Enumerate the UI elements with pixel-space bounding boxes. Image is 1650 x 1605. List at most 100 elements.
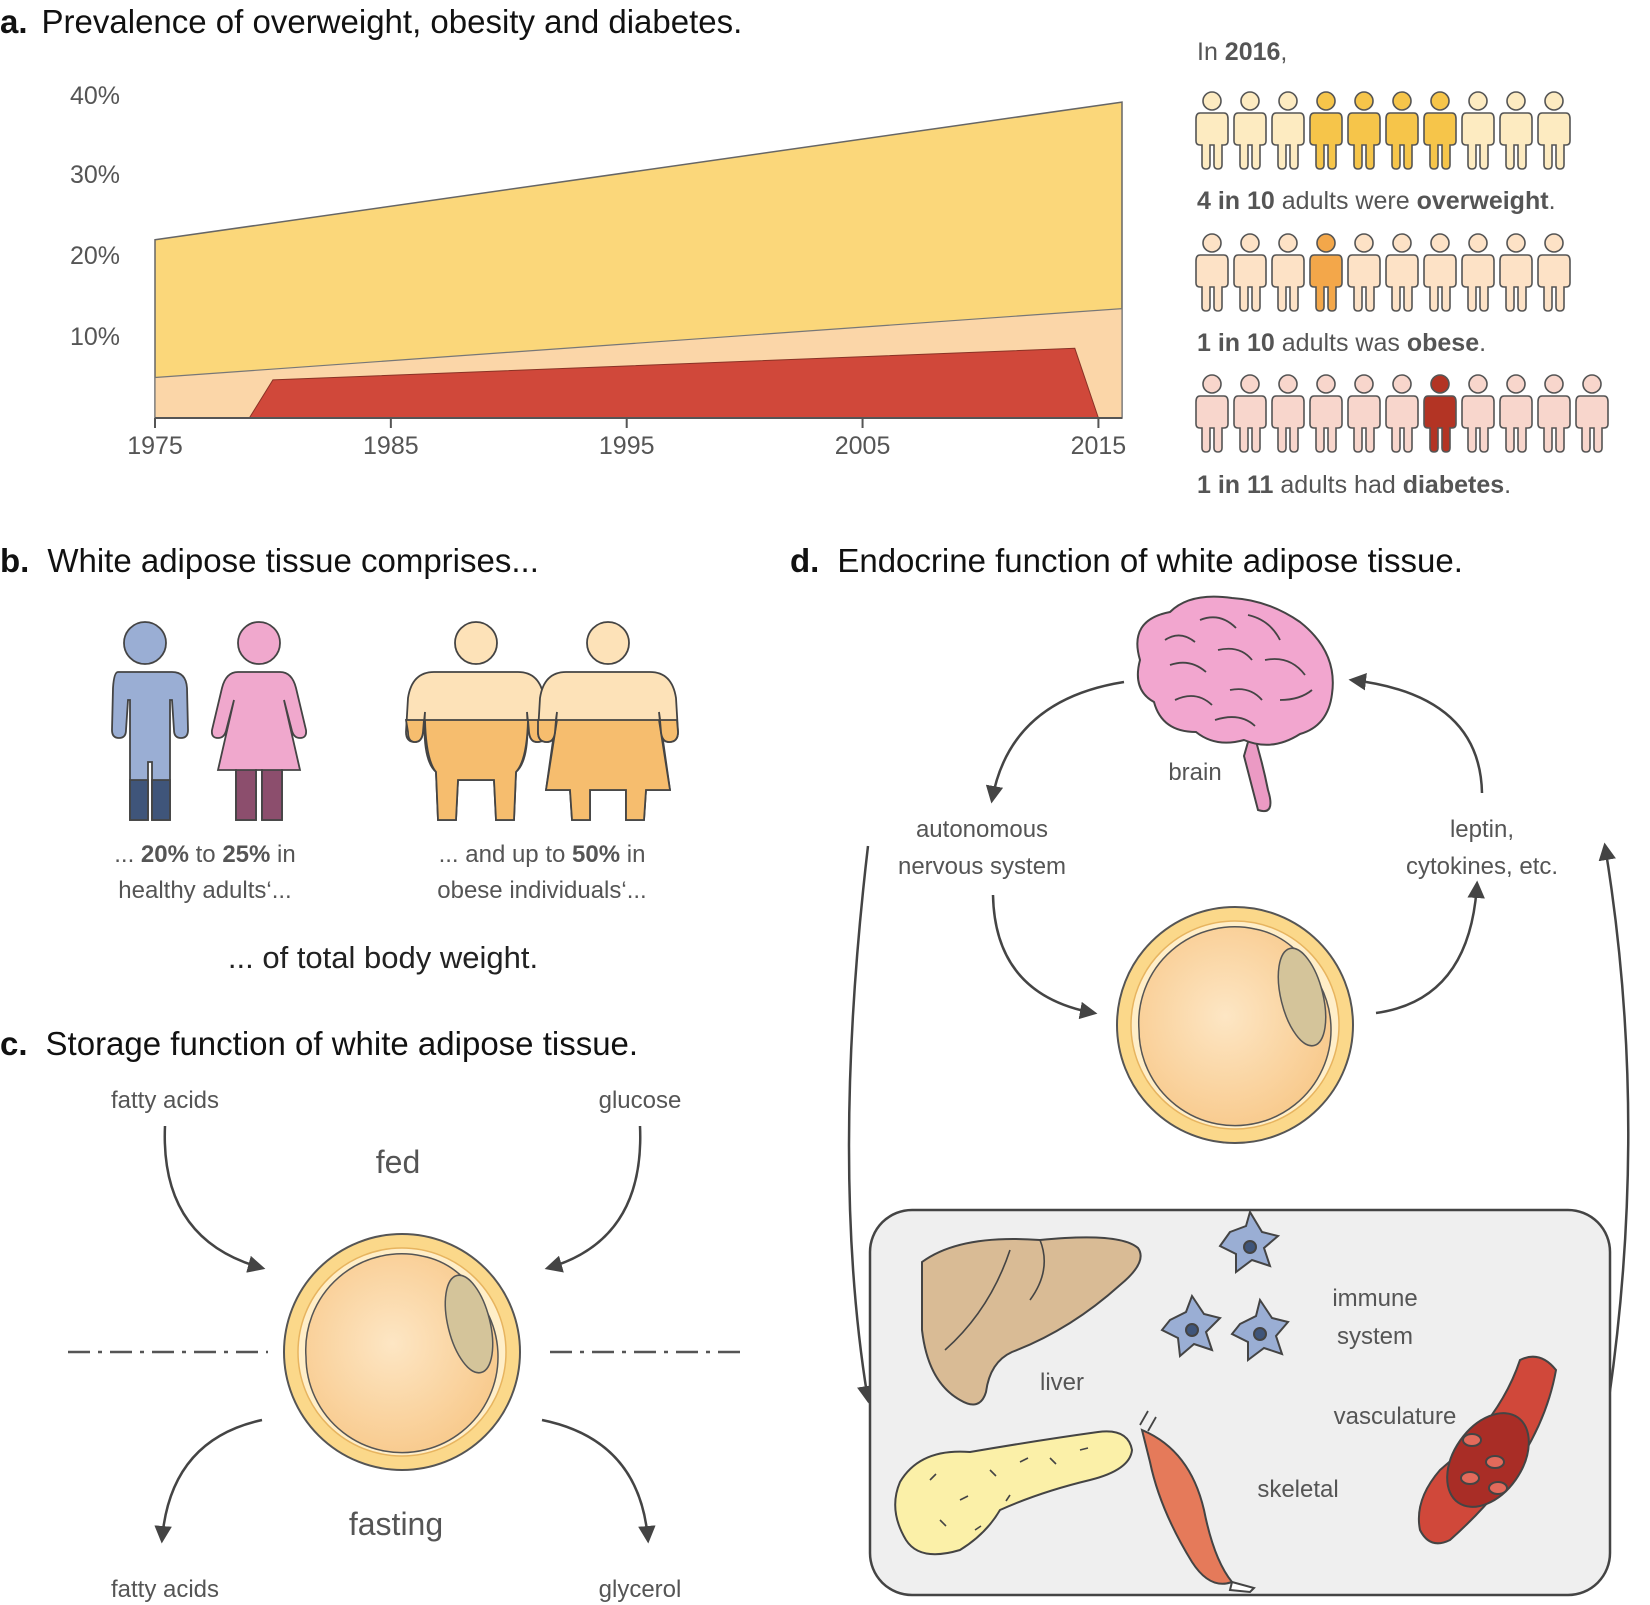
panel-b-title: b.White adipose tissue comprises... [0, 542, 539, 579]
obese-male-icon [404, 621, 547, 821]
healthy-percentage: ... 20% to 25% in [114, 841, 295, 868]
adipocyte-endocrine [1116, 906, 1354, 1144]
hormones-label-1: leptin, [1450, 816, 1514, 843]
person-icon [1195, 233, 1229, 312]
x-ticks: 1975 1985 1995 2005 2015 [127, 418, 1126, 460]
brain-icon [1136, 595, 1334, 812]
obese-female-icon [537, 621, 679, 821]
diabetes-stat: 1 in 11 adults had diabetes. [1197, 471, 1511, 499]
person-icon [1575, 374, 1609, 453]
panel-a-title: a.Prevalence of overweight, obesity and … [0, 3, 742, 40]
healthy-value-high: 25% [222, 841, 270, 868]
fed-input-glucose: glucose [599, 1087, 682, 1114]
healthy-value-low: 20% [141, 841, 189, 868]
x-tick-label: 1995 [599, 432, 655, 460]
person-icon [1499, 374, 1533, 453]
person-icon-highlighted [1309, 233, 1343, 312]
person-icon [1233, 233, 1267, 312]
skeletal-label: skeletal [1257, 1476, 1338, 1503]
intro-year: 2016 [1225, 38, 1281, 66]
intro-pre: In [1197, 38, 1225, 66]
panel-c-letter: c. [0, 1025, 28, 1062]
area-chart: 40% 30% 20% 10% 1975 1985 1995 2005 2015 [70, 82, 1126, 460]
fed-state-label: fed [376, 1144, 420, 1180]
person-icon-highlighted [1385, 91, 1419, 170]
person-icon-highlighted [1309, 91, 1343, 170]
healthy-pre: ... [114, 841, 141, 868]
arrow-ans-to-organs [847, 845, 875, 1404]
y-tick-label: 30% [70, 161, 120, 189]
diabetes-mid: adults had [1273, 471, 1402, 499]
arrow-organs-to-hormones [1598, 842, 1630, 1406]
arrow-glycerol-out [541, 1418, 656, 1544]
obese-percentage: ... and up to 50% in [439, 841, 646, 868]
obese-end: . [1479, 329, 1486, 357]
obese-stat: 1 in 10 adults was obese. [1197, 329, 1486, 357]
healthy-female-icon [210, 621, 308, 821]
person-icon [1537, 91, 1571, 170]
overweight-end: . [1549, 187, 1556, 215]
arrow-ans-to-adipocyte [991, 894, 1098, 1020]
obese-post: in [620, 841, 645, 868]
diabetes-people-row [1195, 374, 1609, 453]
person-icon [1499, 91, 1533, 170]
arrow-adipocyte-to-hormones [1375, 880, 1485, 1015]
panel-c: c. Storage function of white adipose tiss… [0, 1025, 748, 1603]
x-tick-label: 1985 [363, 432, 419, 460]
person-icon [1347, 374, 1381, 453]
person-icon [1233, 91, 1267, 170]
arrow-hormones-to-brain [1348, 672, 1484, 794]
person-icon-highlighted [1423, 91, 1457, 170]
obese-caption: obese individuals‘... [437, 877, 646, 904]
panel-b: b.White adipose tissue comprises... ... … [0, 542, 679, 975]
overweight-people-row [1195, 91, 1571, 170]
person-icon [1195, 91, 1229, 170]
person-icon [1347, 233, 1381, 312]
arrow-fatty-acids-out [154, 1418, 263, 1544]
immune-label-2: system [1337, 1323, 1413, 1350]
person-icon [1461, 91, 1495, 170]
overweight-term: overweight [1417, 187, 1550, 215]
diabetes-count: 1 in 11 [1197, 471, 1274, 499]
fed-input-fatty-acids: fatty acids [111, 1087, 219, 1114]
arrow-fatty-acids-in [163, 1125, 266, 1273]
panel-a-title-text: Prevalence of overweight, obesity and di… [42, 3, 743, 40]
person-icon [1537, 374, 1571, 453]
body-weight-footer: ... of total body weight. [228, 940, 538, 975]
arrow-glucose-in [544, 1125, 642, 1273]
prevalence-infographic: In 2016, 4 in 10 adults were overweight.… [1195, 38, 1609, 499]
x-tick-label: 2015 [1071, 432, 1127, 460]
panel-d-title-text: Endocrine function of white adipose tiss… [837, 542, 1463, 579]
immune-cells-icon [1160, 1209, 1290, 1362]
y-tick-label: 20% [70, 242, 120, 270]
hormones-label-2: cytokines, etc. [1406, 853, 1558, 880]
obese-term: obese [1407, 329, 1479, 357]
diabetes-term: diabetes [1403, 471, 1504, 499]
x-tick-label: 2005 [835, 432, 891, 460]
immune-label-1: immune [1332, 1285, 1417, 1312]
obese-count: 1 in 10 [1197, 329, 1275, 357]
panel-d-letter: d. [790, 542, 819, 579]
fasting-state-label: fasting [349, 1506, 443, 1542]
fasting-output-fatty-acids: fatty acids [111, 1576, 219, 1603]
overweight-count: 4 in 10 [1197, 187, 1275, 215]
x-tick-label: 1975 [127, 432, 183, 460]
healthy-mid: to [189, 841, 222, 868]
y-tick-label: 40% [70, 82, 120, 110]
panel-c-title: c. Storage function of white adipose tiss… [0, 1025, 638, 1062]
autonomous-label-2: nervous system [898, 853, 1066, 880]
person-icon [1499, 233, 1533, 312]
liver-label: liver [1040, 1369, 1084, 1396]
panel-b-title-text: White adipose tissue comprises... [47, 542, 539, 579]
person-icon [1271, 91, 1305, 170]
healthy-post: in [270, 841, 295, 868]
person-icon-highlighted [1347, 91, 1381, 170]
overweight-stat: 4 in 10 adults were overweight. [1197, 187, 1556, 215]
panel-c-title-text: Storage function of white adipose tissue… [46, 1025, 639, 1062]
person-icon [1271, 233, 1305, 312]
person-icon [1461, 233, 1495, 312]
adipocyte-storage [283, 1233, 521, 1471]
y-tick-label: 10% [70, 323, 120, 351]
liver-icon [921, 1236, 1142, 1406]
obese-mid: adults was [1275, 329, 1407, 357]
